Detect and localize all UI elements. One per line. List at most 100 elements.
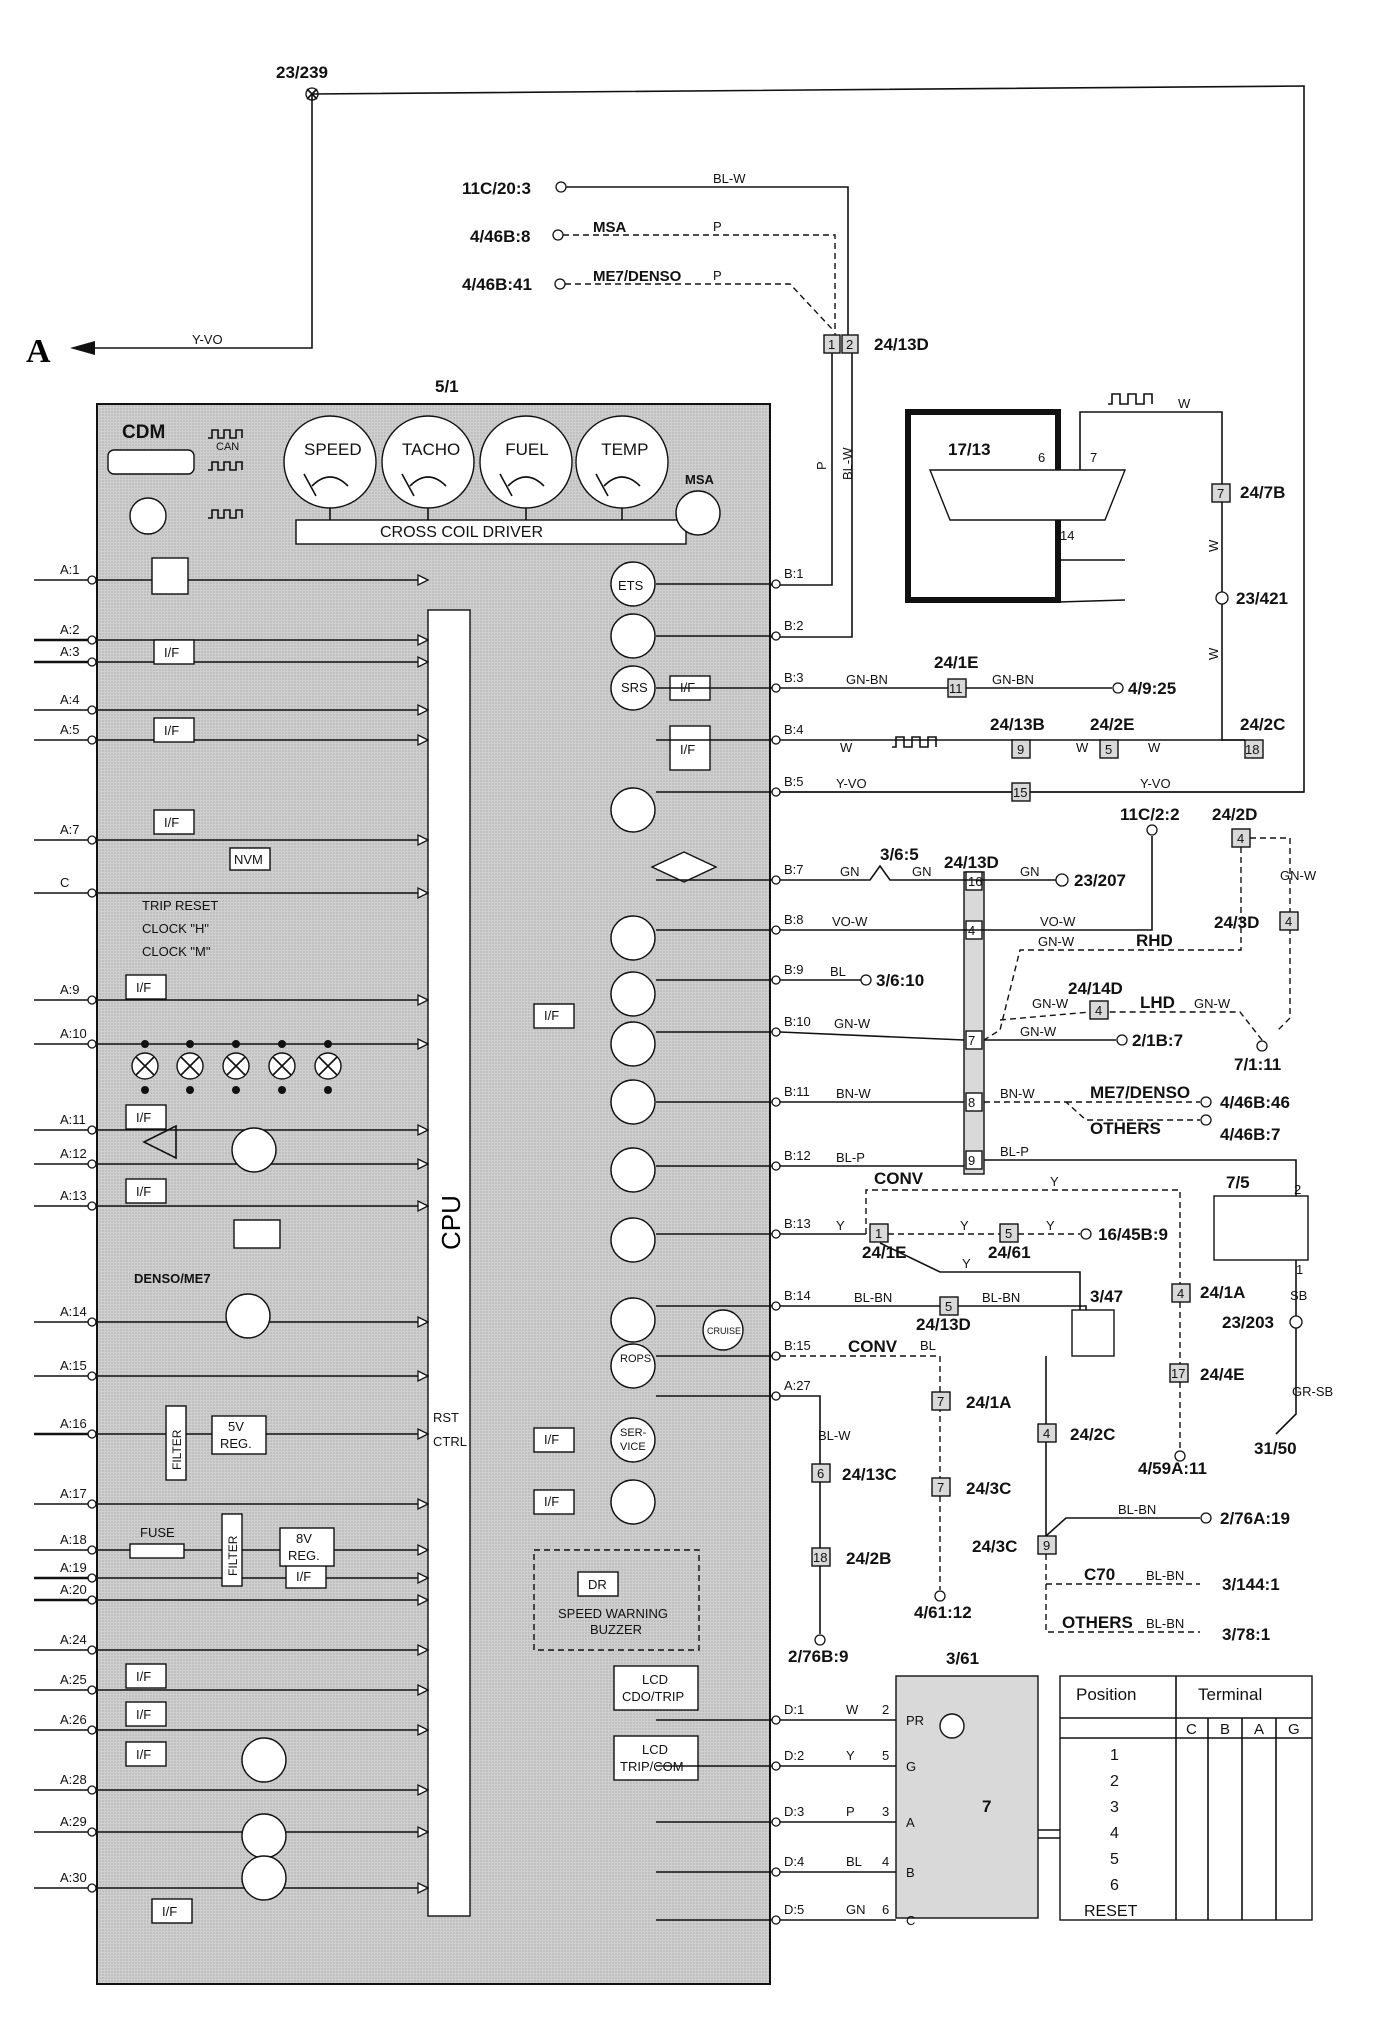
wire-yvo: Y-VO <box>192 332 223 347</box>
left-pin-label: A:9 <box>60 982 80 997</box>
obd-pin7: 7 <box>1090 450 1097 465</box>
table-row-label: 5 <box>1110 1851 1119 1868</box>
wire-bnw2: BN-W <box>1000 1086 1035 1101</box>
srs-label: SRS <box>621 680 648 695</box>
table-row-label: RESET <box>1084 1903 1138 1920</box>
wire-vow: VO-W <box>832 914 868 929</box>
left-pin-label: A:16 <box>60 1416 87 1431</box>
position-table <box>1059 1675 1313 1921</box>
table-header-position: Position <box>1076 1685 1136 1704</box>
c243d: 24/3D <box>1214 913 1259 932</box>
switch-3-47 <box>1071 1309 1115 1357</box>
rst-label: RST <box>433 1410 459 1425</box>
left-pin-label: A:15 <box>60 1358 87 1373</box>
left-pin-label: A:25 <box>60 1672 87 1687</box>
c241a2: 24/1A <box>966 1393 1011 1412</box>
c242e: 24/2E <box>1090 715 1134 734</box>
c2461: 24/61 <box>988 1243 1031 1262</box>
dr-label: DR <box>588 1577 607 1592</box>
table-row-label: 4 <box>1110 1825 1119 1842</box>
car-icon <box>610 1297 656 1343</box>
module-ref: 5/1 <box>435 377 459 396</box>
fuse-label: FUSE <box>140 1525 175 1540</box>
t46b46: 4/46B:46 <box>1220 1093 1290 1112</box>
lhd: LHD <box>1140 993 1175 1012</box>
c247b-pin: 7 <box>1217 486 1224 501</box>
abs-icon <box>610 787 656 833</box>
wire-p2: P <box>713 268 722 283</box>
if-box: I/F <box>136 1747 151 1762</box>
if-box-service: I/F <box>544 1432 559 1447</box>
c241e2: 24/1E <box>862 1243 906 1262</box>
wire-blbn4: BL-BN <box>1146 1568 1184 1583</box>
me7denso: ME7/DENSO <box>1090 1083 1190 1102</box>
c243c2: 24/3C <box>972 1537 1017 1556</box>
washer-icon <box>610 1147 656 1193</box>
left-pin-label: A:30 <box>60 1870 87 1885</box>
g23207: 23/207 <box>1074 871 1126 890</box>
wire-gnw5: GN-W <box>1032 996 1069 1011</box>
wire-p3: P <box>814 461 829 470</box>
left-pin-label: A:13 <box>60 1188 87 1203</box>
reg5-b: REG. <box>220 1436 252 1451</box>
gauge-label: TEMP <box>601 440 648 459</box>
cruise-label: CRUISE <box>707 1326 741 1336</box>
right-pin-label: B:15 <box>784 1338 811 1353</box>
left-pin-label: A:10 <box>60 1026 87 1041</box>
if-box: I/F <box>136 1707 151 1722</box>
c243c: 24/3C <box>966 1479 1011 1498</box>
right-pin-label: B:14 <box>784 1288 811 1303</box>
c242c2: 24/2C <box>1070 1425 1115 1444</box>
c75: 7/5 <box>1226 1173 1250 1192</box>
switch-pin: 4 <box>882 1854 889 1869</box>
obd-wire-w3: W <box>1206 647 1221 660</box>
right-pin-label: D:2 <box>784 1748 804 1763</box>
table-col-header: A <box>1254 1721 1264 1738</box>
t3781: 3/78:1 <box>1222 1625 1270 1644</box>
wire-bl: BL <box>830 964 846 979</box>
t459a11: 4/59A:11 <box>1138 1459 1207 1478</box>
can-label: CAN <box>216 441 239 453</box>
pin-box: 5 <box>1105 742 1112 757</box>
wire-blbn: BL-BN <box>854 1290 892 1305</box>
left-pin-label: A:19 <box>60 1560 87 1575</box>
up-arrow-icon <box>231 1127 277 1173</box>
filter-2: FILTER <box>226 1535 240 1576</box>
wire-gn3: GN <box>1020 864 1040 879</box>
indicator-icon <box>610 971 656 1017</box>
wire-yvo: Y-VO <box>836 776 867 791</box>
wire-gn2: GN <box>912 864 932 879</box>
bulb-failure-icon <box>610 1021 656 1067</box>
wire-gnbn2: GN-BN <box>992 672 1034 687</box>
pin-box: 4 <box>1285 914 1292 929</box>
if-box: I/F <box>164 815 179 830</box>
pin-box: 4 <box>1237 831 1244 846</box>
wire-grsb: GR-SB <box>1292 1384 1333 1399</box>
ctrl-label: CTRL <box>433 1434 467 1449</box>
t21b7: 2/1B:7 <box>1132 1031 1183 1050</box>
terminal-4-46b-8: 4/46B:8 <box>470 227 530 246</box>
left-pin-label: A:1 <box>60 562 80 577</box>
right-pin-label: B:5 <box>784 774 804 789</box>
table-col-header: B <box>1220 1721 1230 1738</box>
table-header-terminal: Terminal <box>1198 1685 1262 1704</box>
trip-reset-label: TRIP RESET <box>142 898 218 913</box>
wire-blbn2: BL-BN <box>982 1290 1020 1305</box>
c244e: 24/4E <box>1200 1365 1244 1384</box>
c242c: 24/2C <box>1240 715 1285 734</box>
table-row-label: 3 <box>1110 1799 1119 1816</box>
filter-1: FILTER <box>170 1429 184 1470</box>
brake-warning-icon <box>241 1737 287 1783</box>
reg8-a: 8V <box>296 1531 312 1546</box>
parking-brake-icon <box>610 1217 656 1263</box>
conv2: CONV <box>848 1337 898 1356</box>
c2413d-pin: 16 <box>968 874 982 889</box>
t276a19: 2/76A:19 <box>1220 1509 1290 1528</box>
cpu-block <box>427 609 471 1917</box>
c2413c: 24/13C <box>842 1465 897 1484</box>
nvm-label: NVM <box>234 852 263 867</box>
pin-box: 7 <box>937 1480 944 1495</box>
left-pin-label: A:2 <box>60 622 80 637</box>
msa-lamp-icon <box>675 490 721 536</box>
